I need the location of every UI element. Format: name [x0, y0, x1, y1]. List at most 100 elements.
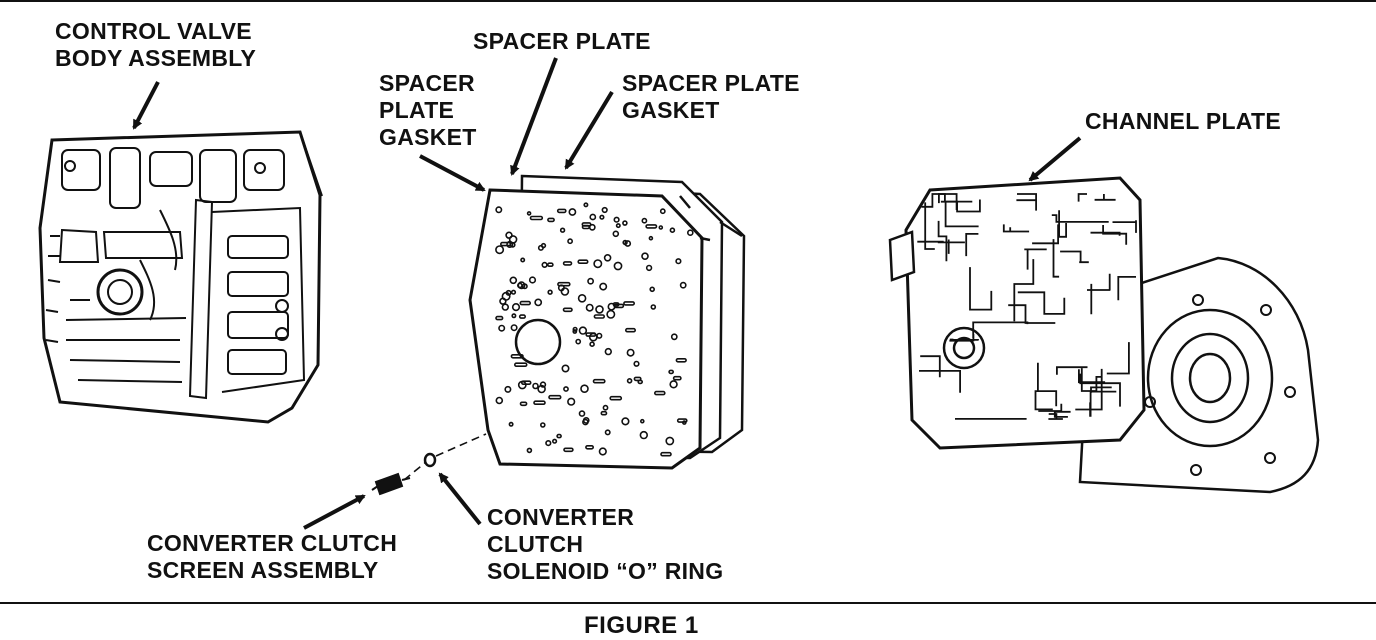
spacer-plate-bore: [514, 318, 562, 366]
figure-caption: FIGURE 1: [584, 612, 699, 639]
plate-hole: [585, 444, 595, 450]
plate-hole: [563, 386, 569, 392]
label-line: SPACER PLATE: [473, 28, 651, 54]
channel-passage: [949, 338, 979, 341]
plate-hole: [602, 404, 609, 411]
label-line: SCREEN ASSEMBLY: [147, 557, 379, 583]
plate-hole: [578, 326, 588, 335]
plate-hole: [532, 382, 539, 390]
plate-hole: [612, 230, 620, 238]
channel-passage: [938, 193, 958, 210]
plate-hole: [665, 436, 675, 446]
label-line: CONVERTER CLUTCH: [147, 530, 398, 556]
plate-hole: [495, 315, 504, 321]
assembly-centerline: [403, 433, 487, 481]
channel-plate-passages: [917, 193, 1137, 420]
plate-hole: [508, 235, 518, 244]
channel-passage: [1080, 368, 1102, 392]
plate-hole: [604, 347, 612, 356]
plate-hole: [545, 440, 552, 447]
plate-hole: [563, 447, 574, 453]
plate-hole: [658, 225, 664, 230]
plate-hole: [612, 302, 620, 307]
plate-hole: [519, 300, 531, 306]
plate-hole: [645, 264, 653, 272]
converter-clutch-screen-drawing: [371, 472, 411, 496]
plate-hole: [603, 253, 612, 262]
channel-passage: [1090, 231, 1121, 236]
plate-hole: [592, 378, 606, 384]
plate-hole: [560, 287, 570, 296]
plate-hole: [557, 281, 571, 287]
channel-passage: [921, 193, 946, 208]
label-line: GASKET: [622, 97, 720, 123]
plate-hole: [548, 394, 562, 400]
channel-passage: [1038, 410, 1068, 418]
plate-hole: [668, 369, 674, 375]
plate-hole: [609, 395, 623, 401]
plate-hole: [556, 208, 567, 214]
plate-hole: [511, 303, 521, 312]
label-line: CONVERTER: [487, 504, 635, 530]
label-control-valve-body-assembly: CONTROL VALVE BODY ASSEMBLY: [55, 18, 256, 72]
channel-passage: [919, 370, 961, 393]
plate-hole: [641, 217, 648, 224]
plate-hole: [495, 396, 504, 405]
plate-hole: [593, 314, 606, 319]
label-line: SPACER PLATE: [622, 70, 800, 96]
plate-hole: [648, 235, 654, 241]
plate-hole: [660, 451, 672, 457]
plate-hole: [539, 381, 547, 388]
plate-hole: [587, 277, 594, 285]
plate-hole: [509, 276, 518, 285]
plate-hole: [653, 390, 666, 396]
channel-passage: [1048, 413, 1063, 420]
channel-passage: [924, 202, 935, 250]
plate-hole: [578, 410, 586, 417]
plate-hole: [547, 217, 555, 223]
plate-hole: [567, 397, 576, 406]
channel-passage: [965, 233, 979, 257]
plate-hole: [598, 447, 607, 456]
leader-arrows: [132, 57, 1082, 530]
plate-hole: [589, 213, 597, 221]
label-spacer-plate-gasket-right: SPACER PLATE GASKET: [622, 70, 800, 124]
label-spacer-plate: SPACER PLATE: [473, 28, 651, 55]
plate-hole: [622, 220, 628, 226]
plate-hole: [582, 416, 590, 424]
channel-passage: [1078, 369, 1106, 384]
plate-hole: [510, 289, 517, 295]
channel-passage: [1079, 373, 1121, 407]
plate-hole: [679, 281, 687, 289]
plate-hole: [623, 301, 636, 306]
channel-passage: [972, 321, 1029, 339]
plate-hole: [599, 282, 608, 291]
plate-hole: [615, 223, 621, 229]
plate-hole: [511, 313, 517, 319]
plate-hole: [561, 364, 570, 373]
plate-hole: [519, 401, 528, 407]
channel-passage: [1032, 224, 1059, 245]
plate-hole: [601, 206, 608, 214]
plate-hole: [624, 327, 636, 333]
plate-hole: [505, 231, 513, 239]
plate-hole: [506, 240, 514, 248]
plate-hole: [604, 429, 611, 436]
plate-hole: [600, 410, 608, 416]
plate-hole: [639, 418, 645, 424]
plate-hole: [669, 227, 676, 233]
channel-passage: [1051, 214, 1109, 223]
plate-hole: [551, 438, 558, 444]
channel-passage: [1094, 194, 1116, 201]
plate-hole: [568, 208, 577, 216]
label-channel-plate: CHANNEL PLATE: [1085, 108, 1281, 135]
plate-hole: [606, 309, 616, 319]
plate-hole: [539, 422, 546, 428]
plate-hole: [622, 239, 628, 246]
channel-passage: [1016, 193, 1037, 211]
plate-hole: [670, 333, 678, 341]
plate-hole: [613, 216, 620, 223]
plate-hole: [593, 259, 603, 269]
channel-passage: [937, 220, 948, 262]
